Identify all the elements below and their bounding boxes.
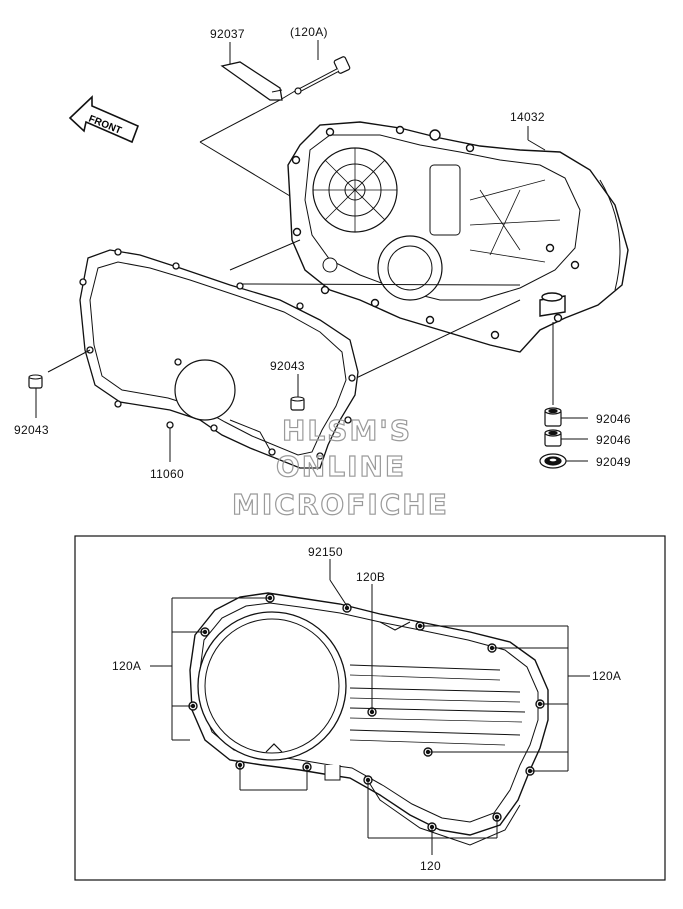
part-label-92046-b: 92046 — [596, 433, 631, 447]
part-label-92046-a: 92046 — [596, 412, 631, 426]
part-label-92049: 92049 — [596, 455, 631, 469]
inset-label-92150: 92150 — [308, 545, 343, 559]
watermark-line1: HLSM'S — [282, 414, 412, 447]
clip-92037 — [220, 61, 283, 101]
part-label-11060: 11060 — [150, 467, 184, 481]
inset-label-120: 120 — [420, 859, 441, 873]
crankcase-14032 — [287, 121, 629, 353]
gasket-11060 — [79, 248, 359, 469]
dowel-pin-92043-mid — [290, 396, 305, 411]
bushing-92046-a — [544, 407, 562, 427]
inset-label-120a-left: 120A — [112, 659, 141, 673]
leader-lines-inset — [150, 559, 590, 855]
dowel-pin-92043-left — [28, 374, 43, 389]
inset-label-120b: 120B — [356, 570, 385, 584]
watermark-line2: ONLINE — [276, 450, 406, 483]
inset-clutch-cover — [188, 592, 549, 846]
bushing-92046-b — [544, 429, 562, 447]
watermark-line3: MICROFICHE — [232, 488, 449, 521]
part-label-92043-left: 92043 — [14, 423, 49, 437]
part-label-14032: 14032 — [510, 110, 545, 124]
part-label-92037: 92037 — [210, 27, 245, 41]
part-label-92043-mid: 92043 — [270, 359, 305, 373]
inset-frame — [74, 535, 666, 881]
seal-92049 — [539, 453, 567, 469]
leader-lines-crankcase — [229, 239, 554, 405]
watermark: HLSM'S ONLINE MICROFICHE — [231, 413, 449, 521]
bolt-120a — [294, 56, 351, 95]
front-arrow-icon: FRONT — [68, 95, 140, 144]
part-label-120a-top: (120A) — [290, 25, 328, 39]
inset-label-120a-right: 120A — [592, 669, 621, 683]
